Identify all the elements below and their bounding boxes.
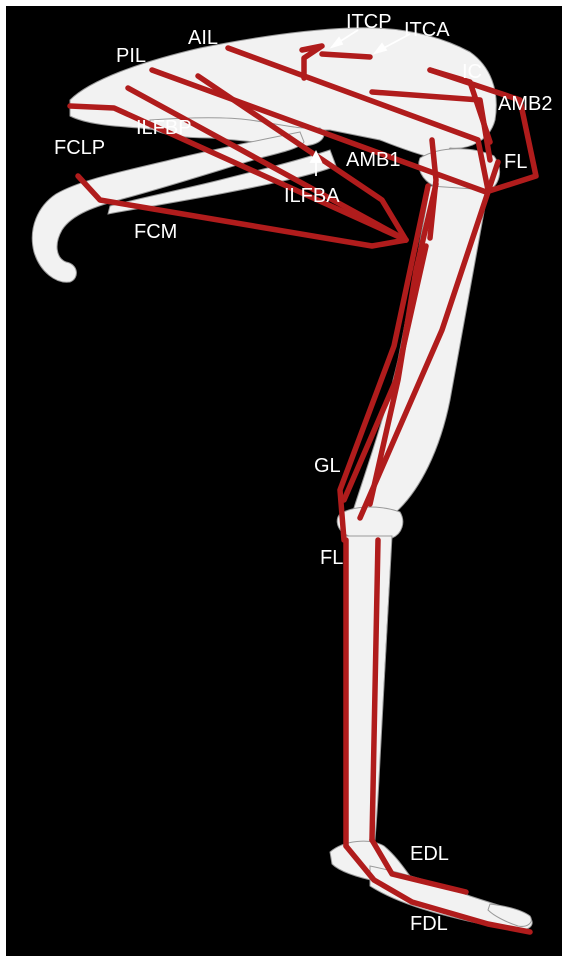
muscle-itca bbox=[322, 54, 370, 57]
label-fcm: FCM bbox=[134, 221, 177, 243]
tibiotarsus-bone bbox=[344, 536, 392, 852]
label-ilfbp: ILFBP bbox=[136, 117, 192, 139]
label-amb1: AMB1 bbox=[346, 149, 400, 171]
label-pil: PIL bbox=[116, 45, 146, 67]
label-fl-knee: FL bbox=[320, 547, 343, 569]
label-ail: AIL bbox=[188, 27, 218, 49]
label-gl: GL bbox=[314, 455, 341, 477]
label-fl-hip: FL bbox=[504, 151, 527, 173]
label-amb2: AMB2 bbox=[498, 93, 552, 115]
knee-joint bbox=[337, 507, 403, 540]
label-ic: IC bbox=[462, 61, 482, 83]
label-ilfba: ILFBA bbox=[284, 185, 340, 207]
bones bbox=[32, 28, 532, 930]
label-fclp: FCLP bbox=[54, 137, 105, 159]
hindlimb-muscle-diagram: ITCP ITCA AIL PIL IC AMB2 ILFBP FCLP AMB… bbox=[6, 6, 562, 956]
label-fdl: FDL bbox=[410, 913, 448, 935]
label-itcp: ITCP bbox=[346, 11, 392, 33]
label-itca: ITCA bbox=[404, 19, 450, 41]
label-edl: EDL bbox=[410, 843, 449, 865]
figure-panel: ITCP ITCA AIL PIL IC AMB2 ILFBP FCLP AMB… bbox=[6, 6, 562, 956]
